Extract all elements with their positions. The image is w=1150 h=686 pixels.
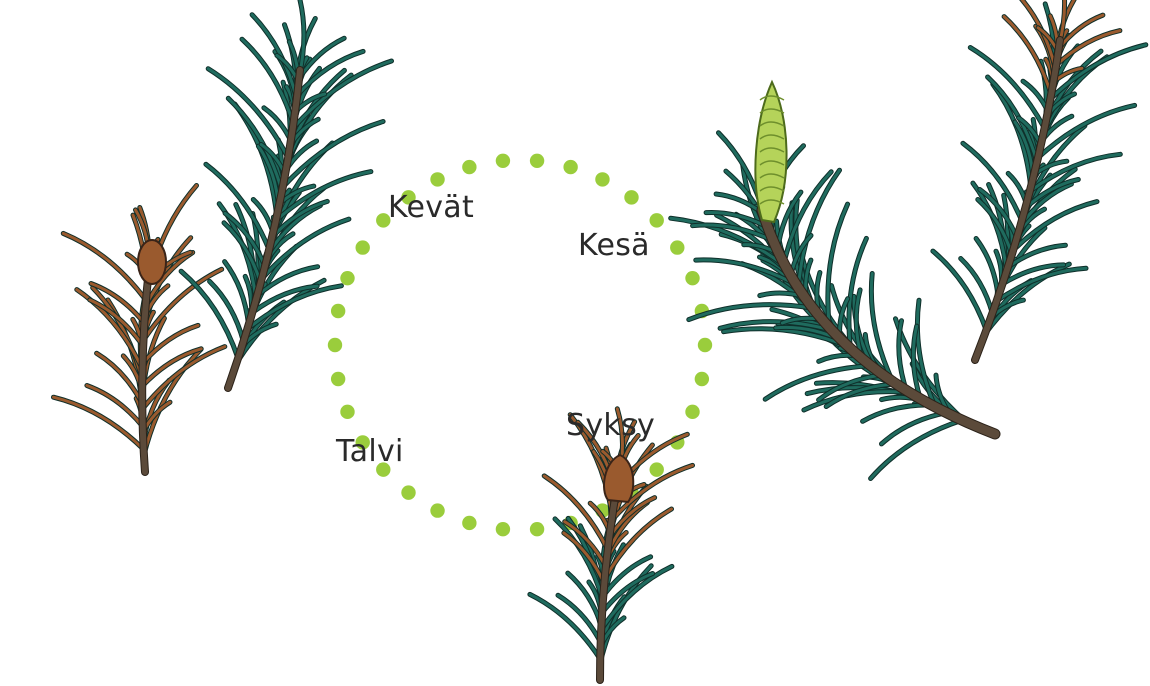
- winter-dry-branch-illustration: [54, 186, 225, 473]
- season-label-summer: Kesä: [578, 228, 650, 263]
- season-cycle-dotted-circle: [328, 154, 712, 537]
- season-label-winter: Talvi: [336, 434, 404, 469]
- autumn-branch-illustration: [530, 409, 693, 680]
- season-label-autumn: Syksy: [566, 408, 655, 443]
- branch-with-brown-tip-illustration: [933, 0, 1146, 360]
- summer-branch-with-new-shoot-illustration: [671, 82, 995, 479]
- spring-branch-illustration: [181, 0, 391, 388]
- season-label-spring: Kevät: [388, 190, 474, 225]
